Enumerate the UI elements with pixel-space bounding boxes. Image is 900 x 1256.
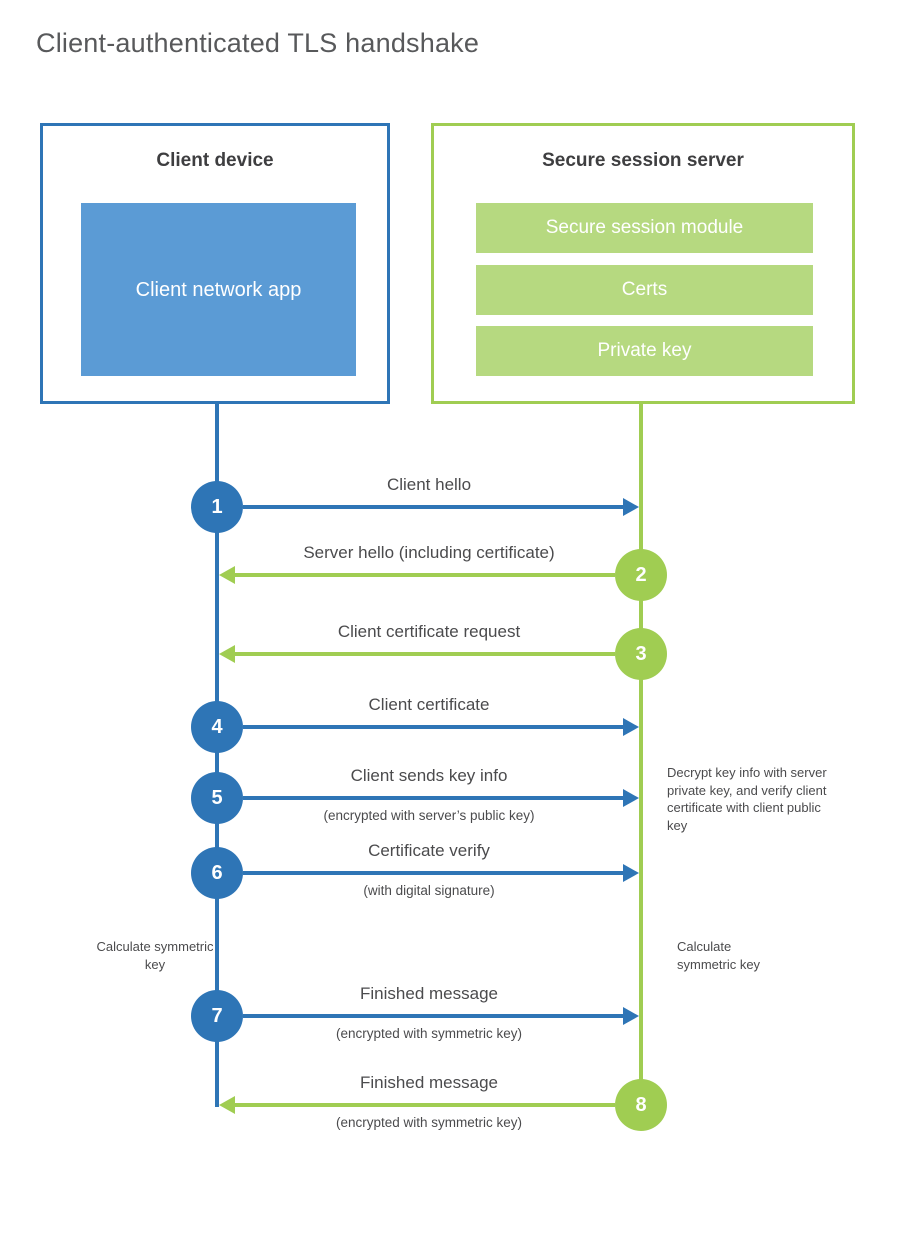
step-number-badge: 5 (191, 772, 243, 824)
message-arrow-line (243, 871, 623, 875)
arrowhead-right-icon (623, 1007, 639, 1025)
message-label: Certificate verify (368, 841, 490, 860)
note-calculate-symmetric-key-server: Calculate symmetric key (677, 939, 761, 972)
message-arrow-line (235, 573, 615, 577)
message-arrow-line (243, 796, 623, 800)
message-label: Client sends key info (350, 766, 508, 785)
message-label: Finished message (360, 984, 498, 1003)
message-label: Client hello (386, 475, 472, 494)
arrowhead-right-icon (623, 498, 639, 516)
message-label: Client certificate (368, 695, 490, 714)
message-arrow-line (235, 1103, 615, 1107)
arrowhead-right-icon (623, 789, 639, 807)
step-number-badge: 8 (615, 1079, 667, 1131)
step-number-badge: 7 (191, 990, 243, 1042)
message-label: Server hello (including certificate) (303, 543, 555, 562)
step-number-badge: 2 (615, 549, 667, 601)
note-decrypt-key-info: Decrypt key info with server private key… (667, 765, 827, 833)
message-sublabel: (encrypted with symmetric key) (335, 1026, 523, 1041)
client-lifeline (215, 404, 219, 1107)
note-calculate-symmetric-key-client: Calculate symmetric key (96, 939, 214, 972)
message-sublabel: (encrypted with symmetric key) (335, 1115, 523, 1130)
message-label: Client certificate request (337, 622, 521, 641)
step-number-badge: 1 (191, 481, 243, 533)
arrowhead-left-icon (219, 1096, 235, 1114)
certs-bar: Certs (476, 265, 813, 315)
step-number-badge: 6 (191, 847, 243, 899)
client-device-box: Client device Client network app (40, 123, 390, 404)
arrowhead-right-icon (623, 864, 639, 882)
message-label: Finished message (360, 1073, 498, 1092)
arrowhead-left-icon (219, 645, 235, 663)
message-sublabel: (with digital signature) (363, 883, 495, 898)
server-lifeline (639, 404, 643, 1104)
arrowhead-right-icon (623, 718, 639, 736)
page-title: Client-authenticated TLS handshake (36, 28, 480, 58)
message-arrow-line (243, 725, 623, 729)
message-arrow-line (243, 1014, 623, 1018)
secure-session-server-box: Secure session server Secure session mod… (431, 123, 855, 404)
message-arrow-line (235, 652, 615, 656)
message-arrow-line (243, 505, 623, 509)
client-device-heading: Client device (156, 150, 274, 171)
server-heading: Secure session server (542, 150, 744, 171)
client-network-app-block: Client network app (81, 203, 356, 376)
private-key-bar: Private key (476, 326, 813, 376)
arrowhead-left-icon (219, 566, 235, 584)
step-number-badge: 4 (191, 701, 243, 753)
secure-session-module-bar: Secure session module (476, 203, 813, 253)
message-sublabel: (encrypted with server’s public key) (323, 808, 535, 823)
step-number-badge: 3 (615, 628, 667, 680)
